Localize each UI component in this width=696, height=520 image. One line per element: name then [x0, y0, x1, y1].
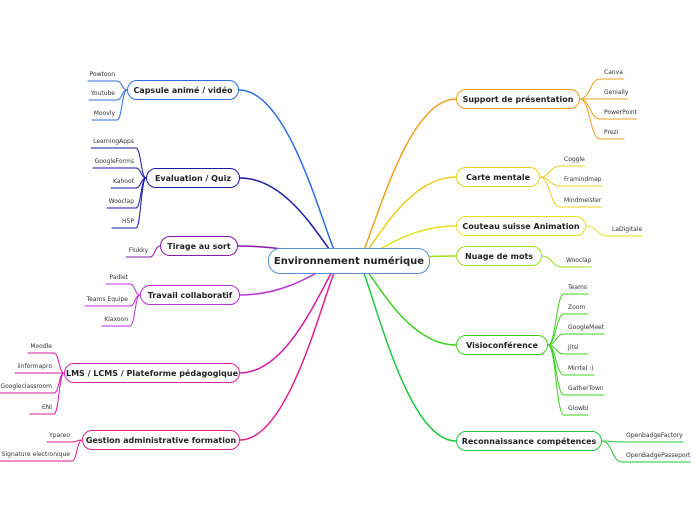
leaf-connector-visio-0 — [547, 293, 565, 346]
connector-reconnaissance — [356, 260, 457, 442]
branch-lms[interactable]: LMS / LCMS / Plateforme pédagogique — [64, 363, 240, 383]
leaf-nuage-0[interactable]: Wooclap — [566, 257, 592, 264]
leaf-visio-0[interactable]: Teams — [568, 284, 587, 291]
leaf-connector-tirage-0 — [149, 245, 161, 258]
leaf-connector-nuage-0 — [541, 255, 563, 268]
leaf-lms-3[interactable]: ENI — [41, 404, 52, 411]
leaf-visio-5[interactable]: GatherTown — [568, 385, 604, 392]
leaf-evaluation-2[interactable]: Kahoot — [112, 178, 134, 185]
leaf-carte-0[interactable]: Coggle — [564, 156, 585, 163]
leaf-connector-carte-2 — [539, 176, 561, 208]
leaf-travail-2[interactable]: Klaxoon — [104, 316, 128, 323]
leaf-support-2[interactable]: PowerPoint — [604, 109, 638, 116]
leaf-connector-capsule-2 — [116, 89, 128, 121]
connector-gestion — [239, 260, 342, 441]
leaf-connector-support-3 — [579, 98, 601, 140]
leaf-connector-gestion-1 — [71, 439, 83, 462]
leaf-connector-visio-2 — [547, 333, 565, 346]
connector-capsule — [238, 89, 342, 262]
leaf-visio-3[interactable]: Jitsi — [568, 344, 579, 351]
central-topic[interactable]: Environnement numérique — [268, 248, 430, 274]
leaf-visio-2[interactable]: GoogleMeet — [568, 324, 605, 331]
leaf-visio-4[interactable]: Mirrtel :) — [568, 365, 594, 372]
leaf-connector-visio-6 — [547, 344, 565, 416]
leaf-connector-travail-0 — [129, 283, 141, 296]
leaf-gestion-0[interactable]: Ypareo — [49, 432, 70, 439]
branch-tirage[interactable]: Tirage au sort — [160, 236, 238, 256]
leaf-connector-visio-5 — [547, 344, 565, 396]
leaf-connector-evaluation-0 — [135, 147, 147, 179]
leaf-connector-visio-1 — [547, 313, 565, 346]
leaf-visio-6[interactable]: Glowbl — [568, 405, 589, 412]
branch-carte[interactable]: Carte mentale — [456, 167, 540, 187]
leaf-reconnaissance-0[interactable]: OpenbadgeFactory — [626, 432, 683, 439]
branch-reconnaissance[interactable]: Reconnaissance compétences — [456, 431, 602, 451]
leaf-evaluation-4[interactable]: H5P — [122, 218, 134, 225]
leaf-carte-2[interactable]: Mindmeister — [564, 197, 602, 204]
leaf-connector-capsule-0 — [116, 80, 128, 91]
leaf-evaluation-0[interactable]: LearningApps — [93, 138, 134, 145]
leaf-capsule-0[interactable]: Powtoon — [89, 71, 115, 78]
branch-nuage[interactable]: Nuage de mots — [456, 246, 542, 266]
leaf-tirage-0[interactable]: Flukky — [128, 247, 148, 254]
leaf-gestion-1[interactable]: Signature electronique — [1, 451, 70, 458]
leaf-connector-travail-2 — [129, 294, 141, 327]
leaf-support-0[interactable]: Canva — [604, 69, 623, 76]
connector-lms — [239, 260, 342, 374]
branch-evaluation[interactable]: Evaluation / Quiz — [146, 168, 240, 188]
leaf-reconnaissance-1[interactable]: OpenBadgePasseport — [626, 452, 691, 459]
leaf-connector-carte-0 — [539, 165, 561, 178]
leaf-lms-0[interactable]: Moodle — [30, 343, 52, 350]
leaf-connector-couteau-0 — [585, 225, 609, 237]
leaf-connector-support-0 — [579, 78, 601, 100]
connector-support — [356, 98, 457, 262]
leaf-capsule-1[interactable]: Youtube — [91, 90, 115, 97]
leaf-evaluation-1[interactable]: GoogleForms — [94, 158, 134, 165]
leaf-support-1[interactable]: Genially — [604, 89, 629, 96]
leaf-connector-evaluation-4 — [135, 177, 147, 229]
branch-gestion[interactable]: Gestion administrative formation — [82, 430, 240, 450]
leaf-support-3[interactable]: Prezi — [604, 129, 619, 136]
leaf-travail-0[interactable]: Padlet — [109, 274, 128, 281]
leaf-connector-lms-3 — [53, 372, 65, 415]
branch-couteau[interactable]: Couteau suisse Animation — [456, 216, 586, 236]
branch-support[interactable]: Support de présentation — [456, 89, 580, 109]
branch-capsule[interactable]: Capsule animé / vidéo — [127, 80, 239, 100]
leaf-evaluation-3[interactable]: Wooclap — [108, 198, 134, 205]
leaf-lms-1[interactable]: iinformapro — [17, 363, 52, 370]
leaf-lms-2[interactable]: Googleclassroom — [0, 383, 52, 390]
leaf-carte-1[interactable]: Framindmap — [564, 176, 602, 183]
leaf-travail-1[interactable]: Teams Equipe — [86, 296, 128, 303]
leaf-couteau-0[interactable]: LaDigitale — [612, 226, 643, 233]
branch-visio[interactable]: Visioconférence — [456, 335, 548, 355]
leaf-visio-1[interactable]: Zoom — [568, 304, 586, 311]
leaf-connector-support-2 — [579, 98, 601, 120]
leaf-connector-reconnaissance-1 — [601, 440, 623, 463]
leaf-capsule-2[interactable]: Moovly — [93, 110, 115, 117]
leaf-connector-lms-0 — [53, 352, 65, 374]
branch-travail[interactable]: Travail collaboratif — [140, 285, 240, 305]
